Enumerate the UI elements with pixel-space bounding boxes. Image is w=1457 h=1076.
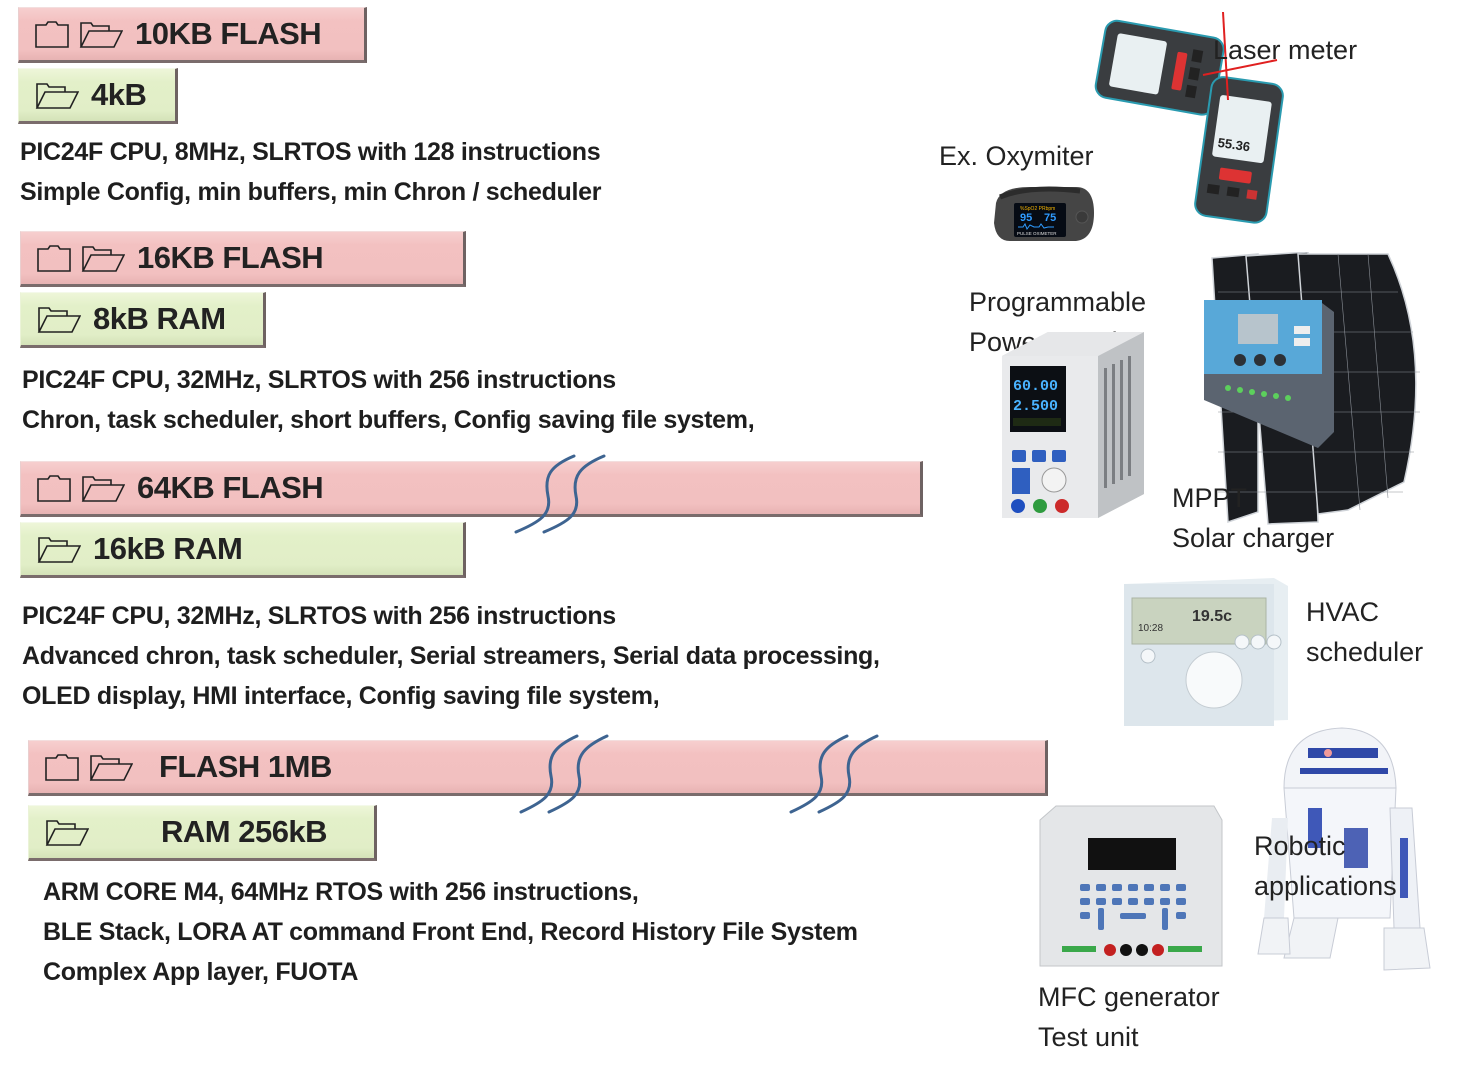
folder-open-icon <box>35 81 79 109</box>
axis-break-icon <box>519 734 609 814</box>
folder-open-icon <box>81 474 125 502</box>
tier-1-flash-bar: 10KB FLASH <box>18 7 367 63</box>
description-line: PIC24F CPU, 32MHz, SLRTOS with 256 instr… <box>22 366 616 394</box>
folder-open-icon <box>37 305 81 333</box>
folder-open-icon <box>81 244 125 272</box>
robot-image <box>1257 727 1431 971</box>
hvac-label: HVAC scheduler <box>1306 597 1424 667</box>
laser-meter-reading: 55.36 <box>1217 135 1251 154</box>
oxymeter-caption: PULSE OXIMETER <box>1017 231 1057 236</box>
tier-1-description: PIC24F CPU, 8MHz, SLRTOS with 128 instru… <box>20 132 601 212</box>
solar-charger-image <box>1204 252 1420 525</box>
tier-1-ram-bar: 4kB <box>18 68 178 124</box>
folder-open-icon <box>37 535 81 563</box>
hvac-temperature: 19.5c <box>1192 608 1232 625</box>
laser-meter-label: Laser meter <box>1213 35 1358 65</box>
mfc-generator-label: MFC generator Test unit <box>1038 982 1220 1052</box>
solar-charger-label: MPPT Solar charger <box>1172 483 1335 553</box>
description-line: Advanced chron, task scheduler, Serial s… <box>22 642 880 670</box>
description-line: PIC24F CPU, 8MHz, SLRTOS with 128 instru… <box>20 138 601 166</box>
folder-closed-icon <box>45 753 79 781</box>
folder-open-icon <box>89 753 133 781</box>
description-line: Chron, task scheduler, short buffers, Co… <box>22 406 755 434</box>
tier-3-flash-bar: 64KB FLASH <box>20 461 923 517</box>
folder-open-icon <box>79 20 123 48</box>
tier-2-flash-label: 16KB FLASH <box>137 240 324 275</box>
axis-break-icon <box>789 734 879 814</box>
description-line: OLED display, HMI interface, Config savi… <box>22 682 660 710</box>
folder-closed-icon <box>37 474 71 502</box>
tier-4-ram-label: RAM 256kB <box>161 814 328 849</box>
tier-2-description: PIC24F CPU, 32MHz, SLRTOS with 256 instr… <box>22 360 755 440</box>
tier-2-flash-bar: 16KB FLASH <box>20 231 466 287</box>
mfc-generator-image <box>1039 805 1223 967</box>
tier-3-ram-bar: 16kB RAM <box>20 522 466 578</box>
folder-closed-icon <box>37 244 71 272</box>
power-supply-image: 60.00 2.500 <box>1002 332 1144 518</box>
hvac-thermostat-image: 19.5c 10:28 <box>1124 578 1288 726</box>
tier-1-flash-label: 10KB FLASH <box>135 16 322 51</box>
robotic-label: Robotic applications <box>1254 831 1397 901</box>
oxymeter-spo2: 95 <box>1020 212 1032 224</box>
axis-break-icon <box>514 454 606 534</box>
folder-closed-icon <box>35 20 69 48</box>
description-line: ARM CORE M4, 64MHz RTOS with 256 instruc… <box>43 878 639 906</box>
tier-2-ram-label: 8kB RAM <box>93 301 226 336</box>
tier-4-description: ARM CORE M4, 64MHz RTOS with 256 instruc… <box>43 872 858 992</box>
folder-open-icon <box>45 818 89 846</box>
description-line: BLE Stack, LORA AT command Front End, Re… <box>43 918 858 946</box>
tier-3-ram-label: 16kB RAM <box>93 531 243 566</box>
oxymeter-label: Ex. Oxymiter <box>939 141 1094 171</box>
tier-4-flash-bar: FLASH 1MB <box>28 740 1048 796</box>
oxymeter-pr: 75 <box>1044 212 1056 224</box>
tier-4-ram-bar: RAM 256kB <box>28 805 377 861</box>
oxymeter-image: 95 75 %SpO2 PRbpm PULSE OXIMETER <box>994 186 1094 241</box>
tier-4-flash-label: FLASH 1MB <box>159 749 332 784</box>
description-line: Complex App layer, FUOTA <box>43 958 359 986</box>
hvac-time: 10:28 <box>1138 623 1163 634</box>
tier-3-flash-label: 64KB FLASH <box>137 470 324 505</box>
tier-1-ram-label: 4kB <box>91 77 147 112</box>
tier-3-description: PIC24F CPU, 32MHz, SLRTOS with 256 instr… <box>22 596 880 716</box>
description-line: Simple Config, min buffers, min Chron / … <box>20 178 602 206</box>
svg-text:%SpO2 PRbpm: %SpO2 PRbpm <box>1020 206 1055 212</box>
tier-2-ram-bar: 8kB RAM <box>20 292 266 348</box>
power-supply-current: 2.500 <box>1013 398 1058 415</box>
description-line: PIC24F CPU, 32MHz, SLRTOS with 256 instr… <box>22 602 616 630</box>
laser-meter-image: 55.36 <box>1094 11 1284 224</box>
power-supply-voltage: 60.00 <box>1013 378 1058 395</box>
